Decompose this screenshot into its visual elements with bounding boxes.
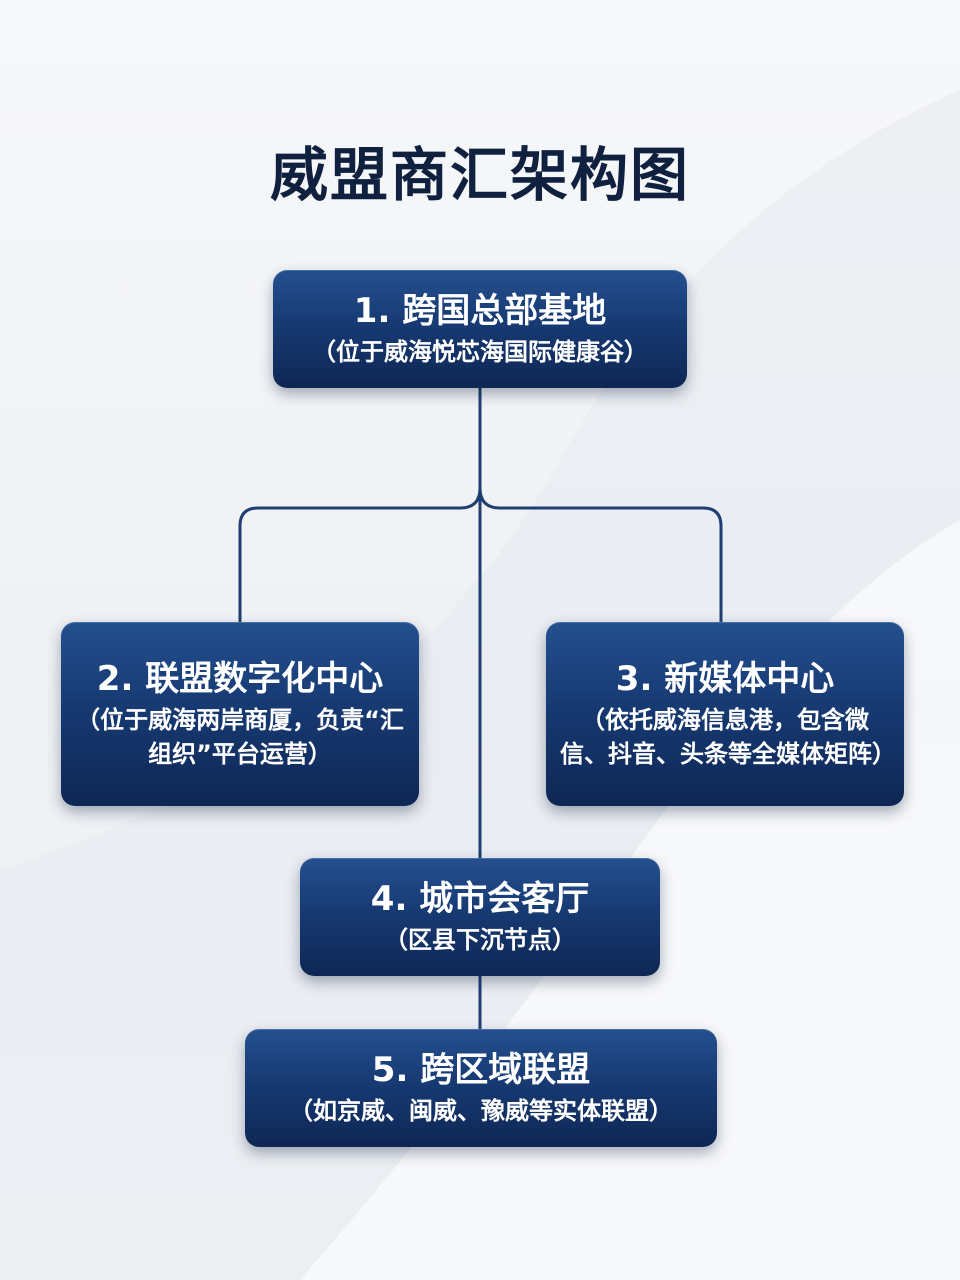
node-description: （依托威海信息港，包含微信、抖音、头条等全媒体矩阵）	[560, 706, 896, 768]
node-title: 3. 新媒体中心	[615, 659, 835, 699]
node-title: 4. 城市会客厅	[370, 879, 590, 919]
edge-1-3	[478, 486, 723, 624]
node-new-media-center: 3. 新媒体中心 （依托威海信息港，包含微信、抖音、头条等全媒体矩阵）	[546, 622, 904, 806]
page-title: 威盟商汇架构图	[269, 141, 690, 209]
node-description: （位于威海悦芯海国际健康谷）	[312, 338, 648, 366]
node-title: 2. 联盟数字化中心	[96, 659, 384, 699]
node-hq-base: 1. 跨国总部基地 （位于威海悦芯海国际健康谷）	[273, 270, 687, 388]
edge-1-2	[238, 486, 482, 624]
node-digital-center: 2. 联盟数字化中心 （位于威海两岸商厦，负责“汇组织”平台运营）	[61, 622, 419, 806]
node-title: 5. 跨区域联盟	[371, 1050, 591, 1090]
node-description: （位于威海两岸商厦，负责“汇组织”平台运营）	[76, 706, 404, 768]
node-description: （如京威、闽威、豫威等实体联盟）	[289, 1097, 673, 1125]
node-title: 1. 跨国总部基地	[353, 291, 607, 331]
node-description: （区县下沉节点）	[384, 926, 576, 954]
node-city-lounge: 4. 城市会客厅 （区县下沉节点）	[300, 858, 660, 976]
node-cross-region-alliance: 5. 跨区域联盟 （如京威、闽威、豫威等实体联盟）	[245, 1029, 717, 1147]
